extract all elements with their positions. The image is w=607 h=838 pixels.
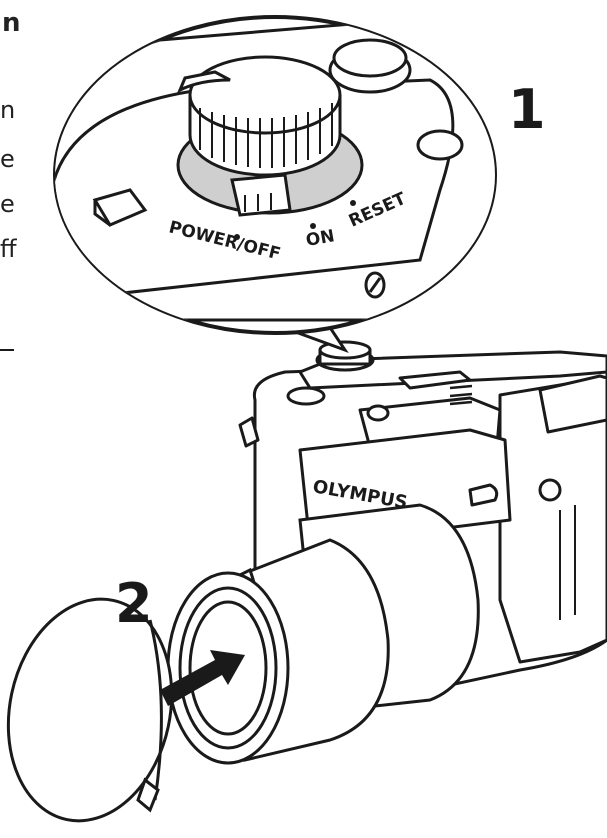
- dial-callout-bubble: POWER/OFF ON RESET: [53, 15, 497, 353]
- text-fragment-1: n: [0, 96, 16, 124]
- lens-barrel: [166, 503, 480, 765]
- step-2-number: 2: [115, 572, 153, 635]
- text-fragment-3: e: [0, 190, 15, 218]
- heading-fragment: n: [2, 8, 21, 38]
- step-1-number: 1: [508, 78, 546, 141]
- lens-cap: [6, 597, 174, 823]
- text-fragment-2: e: [0, 145, 15, 173]
- text-fragment-4: ff: [0, 235, 17, 263]
- on-label: ON: [304, 226, 336, 251]
- attach-arrow: [160, 650, 245, 706]
